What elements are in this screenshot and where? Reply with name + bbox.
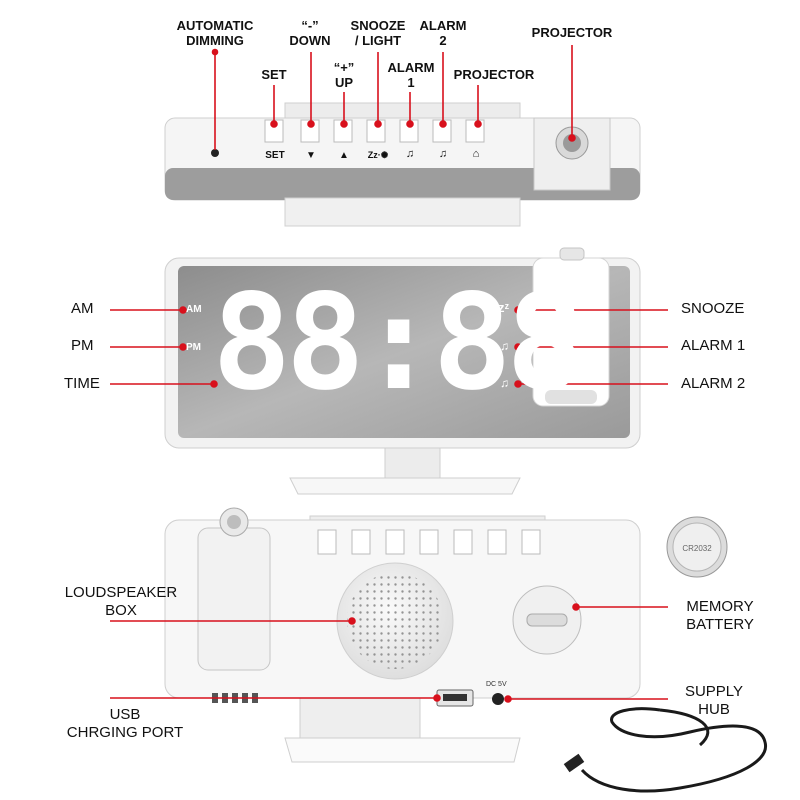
label-snooze: SNOOZE — [681, 300, 745, 317]
label-loudspeaker: LOUDSPEAKER BOX — [64, 584, 178, 619]
power-cable — [563, 707, 767, 793]
label-down: “-” DOWN — [289, 18, 331, 48]
snooze-icon: zᶻ — [498, 300, 510, 315]
back-view-device — [164, 507, 641, 763]
dc-mark: DC 5V — [486, 681, 507, 688]
label-up: “+” UP — [333, 60, 355, 90]
label-am: AM — [71, 300, 94, 317]
label-memory-battery: MEMORY BATTERY — [686, 598, 754, 633]
label-projector-top: PROJECTOR — [531, 25, 613, 40]
alarm1-indicator-icon: ♫ — [500, 339, 509, 353]
projector-glyph-icon: ⌂ — [472, 148, 480, 160]
front-stand — [384, 447, 441, 479]
alarm1-bell-icon: ♫ — [405, 148, 415, 160]
display-digits: 88:88 — [212, 266, 585, 420]
down-arrow-icon: ▼ — [306, 150, 316, 161]
set-glyph: SET — [265, 150, 285, 161]
label-alarm2: ALARM 2 — [419, 18, 467, 48]
display-pm: PM — [186, 342, 201, 353]
label-snooze-light: SNOOZE / LIGHT — [350, 18, 406, 48]
label-alarm1: ALARM 1 — [387, 60, 435, 90]
alarm2-bell-icon: ♫ — [438, 148, 448, 160]
snooze-light-glyph: Zz·✺ — [367, 150, 389, 160]
light-sensor-icon — [211, 149, 219, 157]
alarm2-indicator-icon: ♫ — [500, 376, 509, 390]
dc-port — [492, 693, 504, 705]
label-set: SET — [261, 67, 287, 82]
back-projector-arm — [197, 527, 271, 671]
pointer-lines — [110, 45, 668, 703]
label-auto-dimming: AUTOMATIC DIMMING — [176, 18, 254, 48]
label-alarm1-front: ALARM 1 — [681, 337, 746, 354]
coin-battery: CR2032 — [666, 516, 728, 578]
up-arrow-icon: ▲ — [339, 150, 349, 161]
label-pm: PM — [71, 337, 94, 354]
top-view-device — [164, 102, 641, 227]
label-alarm2-front: ALARM 2 — [681, 375, 746, 392]
label-projector: PROJECTOR — [453, 67, 535, 82]
display-am: AM — [186, 304, 202, 315]
svg-text:CR2032: CR2032 — [682, 544, 712, 553]
label-supply-hub: SUPPLY HUB — [684, 683, 744, 718]
label-time: TIME — [64, 375, 100, 392]
label-usb: USB CHRGING PORT — [66, 706, 184, 741]
